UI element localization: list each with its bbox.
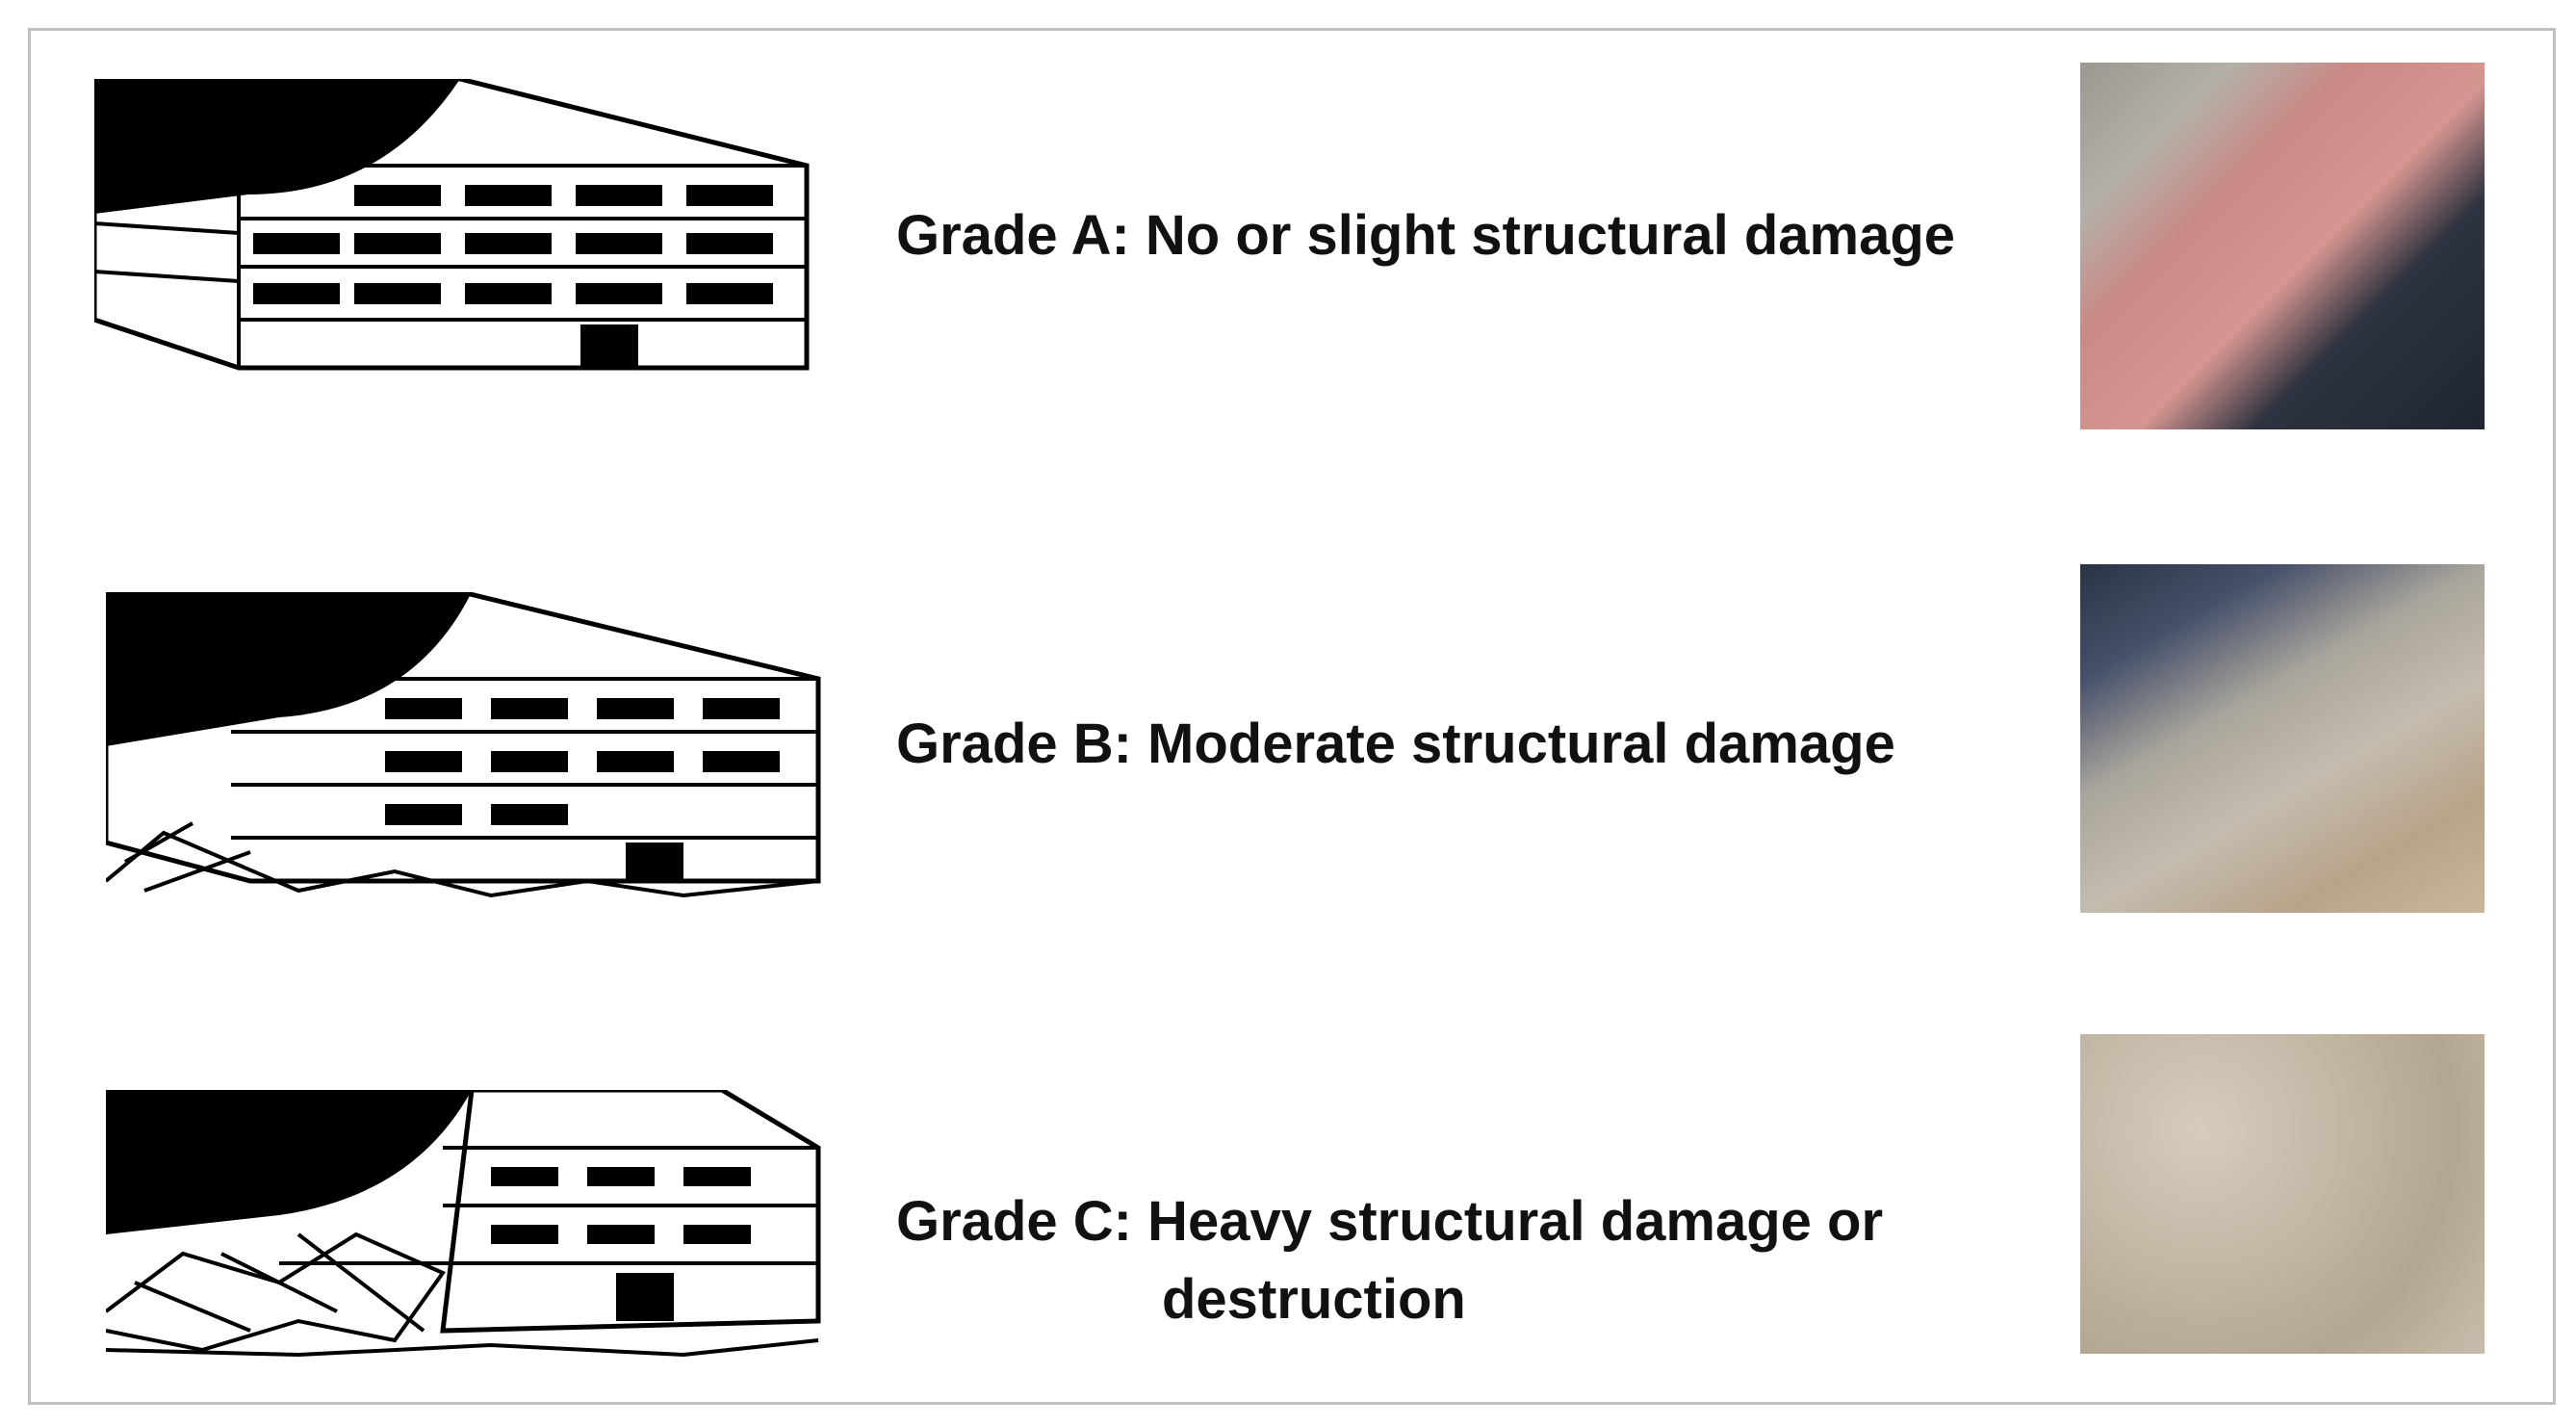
figure-frame <box>28 28 2556 1405</box>
damaged-building-sketch-icon <box>106 592 821 898</box>
damaged-building-aerial-photo <box>2080 564 2485 913</box>
intact-building-sketch-icon <box>94 79 818 379</box>
collapsed-building-sketch-icon <box>106 1090 821 1358</box>
grade-c-label-line2: destruction <box>1162 1268 1466 1331</box>
grade-b-label: Grade B: Moderate structural damage <box>896 713 1895 775</box>
intact-roof-aerial-photo <box>2080 63 2485 429</box>
grade-c-label-line1: Grade C: Heavy structural damage or <box>896 1190 1884 1253</box>
rubble-aerial-photo <box>2080 1034 2485 1354</box>
grade-a-label: Grade A: No or slight structural damage <box>896 204 1956 267</box>
